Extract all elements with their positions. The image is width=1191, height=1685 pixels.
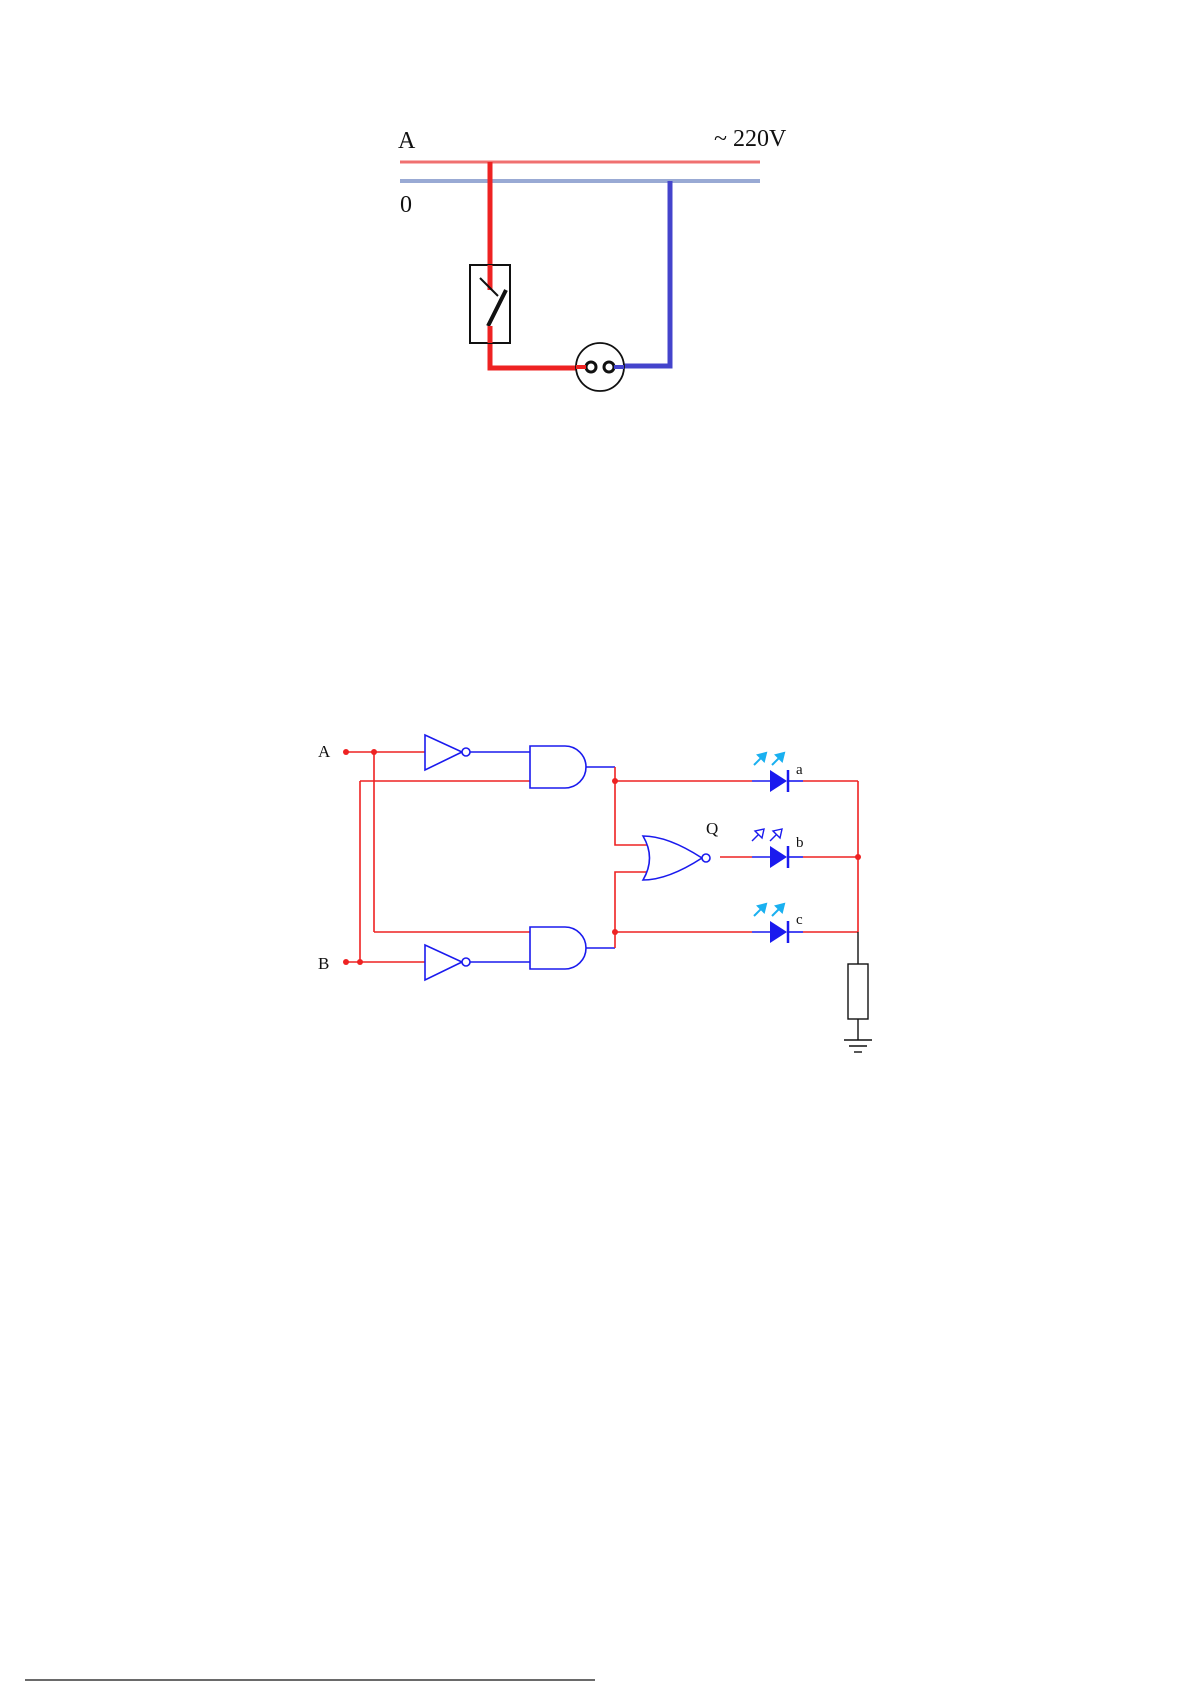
input-label-b: B xyxy=(318,954,329,973)
switch-icon xyxy=(470,265,510,343)
socket-icon xyxy=(576,343,624,391)
resistor-icon xyxy=(848,932,868,1040)
and-gate xyxy=(530,746,615,788)
ground-icon xyxy=(844,1040,872,1052)
not-gate xyxy=(425,735,530,770)
phase-label: A xyxy=(398,128,416,154)
not-gate xyxy=(425,945,530,980)
voltage-label: ~ 220V xyxy=(714,126,787,152)
neutral-wire xyxy=(620,181,670,366)
output-label-q: Q xyxy=(706,819,718,838)
neutral-label: 0 xyxy=(400,192,412,218)
led-label-a: a xyxy=(796,762,803,778)
and-gate xyxy=(530,927,615,969)
input-label-a: A xyxy=(318,742,331,761)
gate-links xyxy=(615,767,648,948)
logic-circuit: A B xyxy=(318,735,872,1052)
supply-diagram: A 0 ~ 220V xyxy=(398,126,787,391)
led-label-c: c xyxy=(796,912,803,928)
led-label-b: b xyxy=(796,835,804,851)
nor-gate xyxy=(643,836,710,880)
